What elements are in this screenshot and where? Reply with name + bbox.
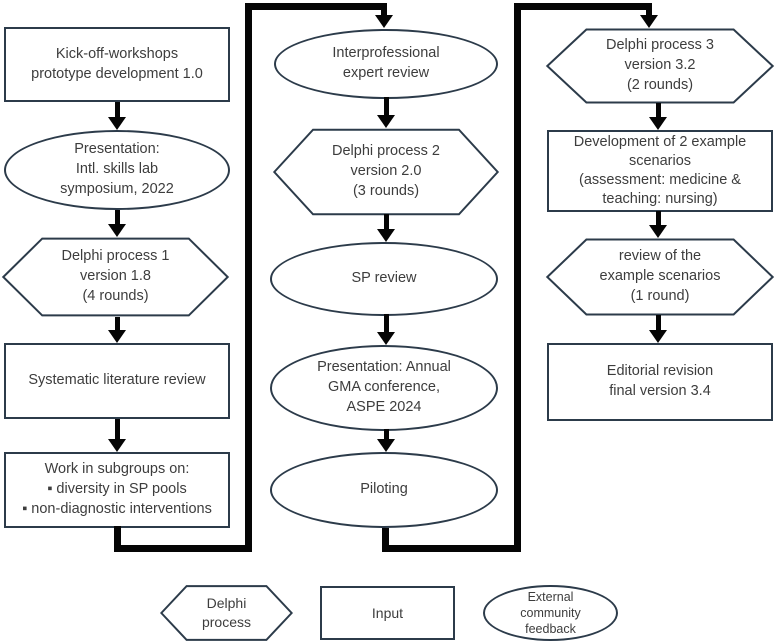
node-systematic-literature-review: Systematic literature review (4, 343, 230, 419)
flow-arrow (383, 314, 389, 332)
legend-external-community-feedback: External community feedback (483, 585, 618, 641)
hexagon-shape (1, 237, 230, 317)
node-presentation-gma-aspe-label: Presentation: Annual GMA conference, ASP… (317, 359, 451, 415)
node-editorial-revision-label: Editorial revision final version 3.4 (606, 363, 714, 399)
node-review-example-scenarios-label: review of the example scenarios (1 round… (599, 248, 721, 304)
connector-1-segment (114, 545, 252, 552)
flow-arrow (383, 214, 389, 229)
flow-arrow (383, 429, 389, 439)
node-kickoff-workshops: Kick-off-workshops prototype development… (4, 27, 230, 102)
node-systematic-literature-review-label: Systematic literature review (28, 372, 206, 389)
flow-arrow (655, 315, 661, 330)
connector-1-segment (114, 526, 121, 552)
connector-1-arrowhead (375, 15, 393, 28)
connector-2-segment (514, 3, 652, 10)
node-sp-review: SP review (270, 242, 498, 316)
hexagon-shape (545, 28, 775, 104)
node-delphi-process-2-label: Delphi process 2 version 2.0 (3 rounds) (332, 143, 440, 199)
node-sp-review-label: SP review (351, 270, 417, 287)
node-delphi-process-1: Delphi process 1 version 1.8 (4 rounds) (1, 237, 230, 317)
connector-1-segment (245, 3, 387, 10)
flow-arrow (114, 317, 120, 330)
node-piloting-label: Piloting (360, 481, 408, 498)
connector-1-segment (381, 3, 387, 16)
legend-external-community-feedback-label: External community feedback (520, 589, 581, 637)
connector-1-segment (245, 3, 252, 552)
flow-arrow (114, 419, 120, 439)
node-work-in-subgroups: Work in subgroups on: ▪ diversity in SP … (4, 452, 230, 528)
connector-2-arrowhead (640, 15, 658, 28)
hexagon-shape (160, 585, 293, 641)
node-presentation-gma-aspe: Presentation: Annual GMA conference, ASP… (270, 345, 498, 431)
node-interprofessional-expert-review-label: Interprofessional expert review (332, 45, 440, 81)
node-review-example-scenarios: review of the example scenarios (1 round… (545, 238, 775, 316)
node-delphi-process-1-label: Delphi process 1 version 1.8 (4 rounds) (61, 248, 170, 304)
hexagon-shape (272, 128, 500, 216)
flow-arrow (655, 211, 661, 225)
legend-delphi-process-label: Delphi process (201, 595, 252, 630)
node-development-example-scenarios-label: Development of 2 example scenarios (asse… (573, 134, 747, 207)
legend-input: Input (320, 586, 455, 640)
flow-arrow (383, 97, 389, 115)
node-delphi-process-2: Delphi process 2 version 2.0 (3 rounds) (272, 128, 500, 216)
flow-arrow (114, 210, 120, 224)
node-piloting: Piloting (270, 452, 498, 528)
flow-arrow (655, 103, 661, 117)
node-work-in-subgroups-label: Work in subgroups on: ▪ diversity in SP … (22, 461, 212, 517)
node-presentation-symposium-label: Presentation: Intl. skills lab symposium… (60, 141, 174, 197)
connector-2-segment (382, 545, 521, 552)
node-development-example-scenarios: Development of 2 example scenarios (asse… (547, 130, 773, 212)
node-delphi-process-3: Delphi process 3 version 3.2 (2 rounds) (545, 28, 775, 104)
node-interprofessional-expert-review: Interprofessional expert review (274, 29, 498, 99)
legend-input-label: Input (371, 604, 404, 621)
node-editorial-revision: Editorial revision final version 3.4 (547, 343, 773, 421)
node-delphi-process-3-label: Delphi process 3 version 3.2 (2 rounds) (606, 37, 714, 93)
node-kickoff-workshops-label: Kick-off-workshops prototype development… (31, 45, 203, 82)
legend-delphi-process: Delphi process (160, 585, 293, 641)
connector-2-segment (646, 3, 652, 16)
flow-arrow (114, 102, 120, 117)
connector-2-segment (514, 3, 521, 552)
hexagon-shape (545, 238, 775, 316)
connector-2-segment (382, 528, 389, 552)
node-presentation-symposium: Presentation: Intl. skills lab symposium… (4, 130, 230, 210)
